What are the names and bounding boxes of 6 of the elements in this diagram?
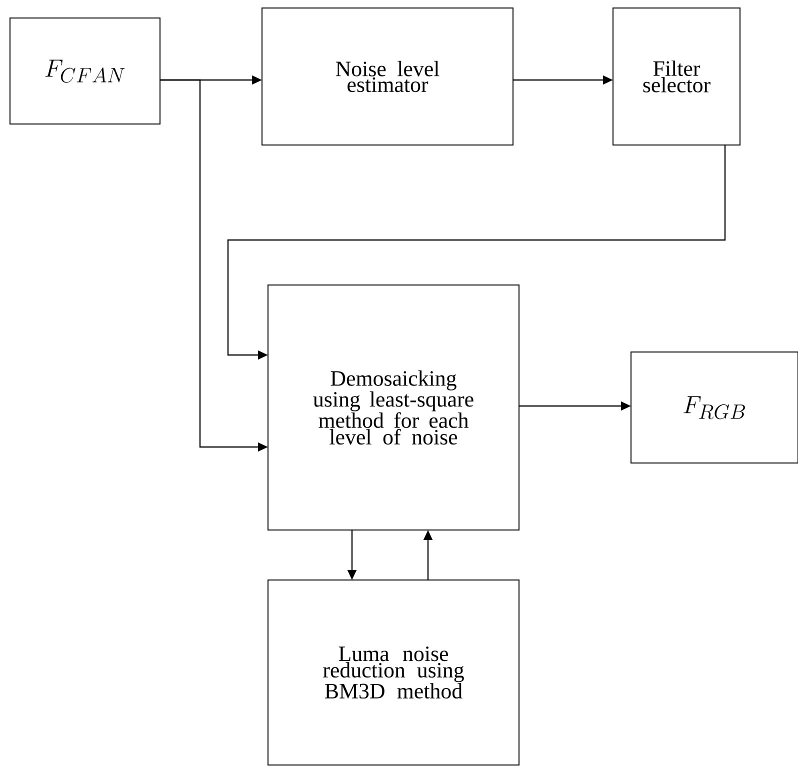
process-box: Noise level estimator xyxy=(262,8,514,146)
process-box: Luma noise reduction using BM3D method xyxy=(268,580,520,766)
formula-box: $F_{CFAN}$ xyxy=(10,18,160,124)
process-box: Demosaicking using least-square method for each level of noise xyxy=(268,284,520,530)
formula-box: $F_{RGB}$ xyxy=(630,352,798,464)
process-box: Filter selector xyxy=(612,8,740,146)
